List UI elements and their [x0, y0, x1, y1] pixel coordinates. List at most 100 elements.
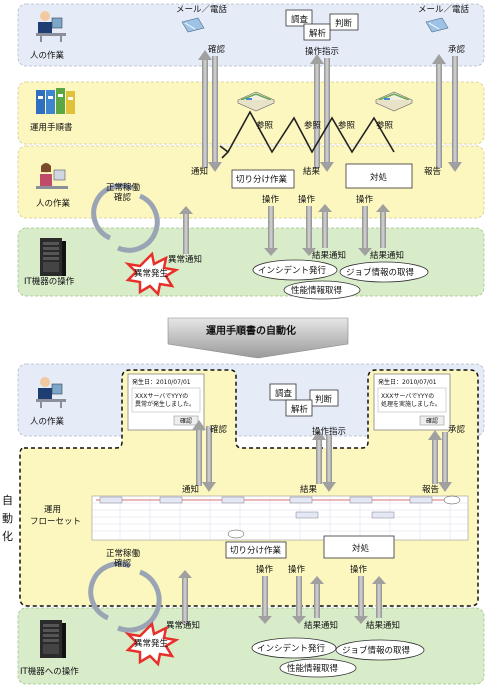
task-papers: 調査 判断 解析: [285, 9, 359, 41]
op-b2: 操作: [288, 564, 306, 575]
isolate-label-b: 切り分け作業: [230, 545, 282, 556]
task-investigate: 調査: [291, 14, 309, 25]
refer-2: 参照: [304, 120, 322, 131]
lane-label-human-1: 人の作業: [30, 50, 65, 61]
arrow-resnotify-b1: [310, 576, 324, 618]
arrow-confirm: [198, 50, 212, 168]
msg-right-body-1: XXXサーバでYYYの: [381, 393, 434, 400]
label-confirm-b: 確認: [210, 424, 228, 435]
mail-label-left: メール／電話: [176, 4, 228, 15]
label-instruct-b: 操作指示: [312, 426, 346, 437]
zigzag-arrowhead: [219, 145, 230, 159]
msg-right-button[interactable]: [419, 415, 445, 426]
op-b1: 操作: [256, 564, 274, 575]
op-b3: 操作: [350, 564, 368, 575]
op-2: 操作: [298, 194, 316, 205]
refer-3: 参照: [338, 120, 356, 131]
lane-it-ops-bottom: [17, 607, 485, 685]
op-3: 操作: [356, 194, 374, 205]
server-icon-bottom: [40, 620, 66, 658]
label-approve-b: 承認: [448, 424, 466, 435]
flow-label-2: フローセット: [30, 517, 81, 527]
label-report-b: 報告: [422, 484, 439, 495]
arrow-instruct-b: [322, 434, 336, 492]
bubble-perf: [283, 280, 361, 300]
isolate-box-b: [225, 541, 287, 559]
cycle-arrows-top: [91, 183, 160, 253]
isolate-box: [231, 169, 295, 189]
lane-label-human-bottom: 人の作業: [30, 416, 65, 427]
arrow-notify-b: [202, 426, 216, 492]
abnormal-burst-label-b: 異常発生: [134, 638, 169, 649]
bubble-incident-label-b: インシデント発行: [257, 643, 326, 654]
arrow-op-1: [264, 206, 278, 256]
task-analyze-b: 解析: [291, 404, 309, 415]
msg-left-body-1: XXXサーバでYYYの: [135, 393, 188, 400]
isolate-label: 切り分け作業: [236, 174, 288, 185]
handle-label-b: 対処: [352, 543, 370, 554]
normal-op-b2: 確認: [114, 558, 132, 569]
lane-label-it-ops: IT機器の操作: [24, 276, 75, 287]
label-report: 報告: [424, 166, 441, 177]
abnormal-burst-top: [124, 251, 180, 297]
task-investigate-b: 調査: [275, 388, 293, 399]
mail-label-right: メール／電話: [418, 4, 470, 15]
arrow-op-b2: [292, 576, 306, 624]
message-window-right: 発生日：2010/07/01 XXXサーバでYYYの 処理を実施しました。 確認: [373, 373, 451, 431]
bubble-incident-b: [251, 637, 337, 659]
msg-left-button-label: 確認: [180, 417, 192, 425]
result-notify-1: 結果通知: [312, 250, 346, 261]
flowset-grid: [91, 495, 469, 541]
refer-4: 参照: [376, 120, 394, 131]
bubble-job-b: [335, 639, 425, 661]
normal-op-2: 確認: [114, 192, 132, 203]
bubble-job-label-b: ジョブ情報の取得: [342, 645, 411, 656]
abnormal-burst-bottom: [124, 621, 180, 667]
message-window-left: 発生日：2010/07/01 XXXサーバでYYYの 異常が発生しました。 確認: [127, 373, 205, 431]
handle-label: 対処: [370, 172, 388, 183]
side-label-2: 動: [2, 511, 13, 525]
transition-label: 運用手順書の自動化: [206, 324, 296, 337]
bubble-job-label: ジョブ情報の取得: [346, 267, 415, 278]
lane-label-manual: 運用手順書: [30, 122, 73, 133]
side-label-3: 化: [2, 529, 13, 543]
arrow-report-up: [432, 54, 446, 168]
bubble-perf-label-b: 性能情報取得: [287, 663, 339, 674]
result-notify-b1: 結果通知: [304, 620, 338, 631]
task-judge: 判断: [335, 18, 353, 29]
abnormal-notify-b: 異常通知: [166, 620, 200, 631]
result-notify-2: 結果通知: [370, 250, 404, 261]
arrow-instruct-down: [320, 58, 334, 172]
transition-arrow: [167, 317, 349, 359]
msg-right-date: 発生日：2010/07/01: [378, 378, 437, 386]
bubble-perf-label: 性能情報取得: [291, 285, 343, 296]
handle-box-b: [323, 535, 395, 559]
task-judge-b: 判断: [315, 394, 333, 405]
normal-op-b1: 正常稼働: [106, 548, 141, 559]
lane-human-work-top: [17, 3, 485, 67]
label-confirm: 確認: [208, 44, 226, 55]
bubble-incident: [252, 259, 338, 281]
label-notify-b: 通知: [182, 484, 199, 495]
arrow-resnotify-b2: [372, 576, 386, 618]
task-papers-bottom: 調査 判断 解析: [269, 383, 339, 417]
side-label-1: 自: [2, 494, 13, 507]
bubble-incident-label: インシデント発行: [258, 265, 327, 276]
msg-left-button[interactable]: [173, 415, 199, 426]
msg-right-button-label: 確認: [426, 417, 438, 425]
label-result: 結果: [303, 166, 321, 177]
arrow-resnotify-1: [318, 204, 332, 248]
arrow-up-abnormal: [179, 206, 193, 254]
op-1: 操作: [262, 194, 280, 205]
bubble-perf-b: [279, 658, 357, 678]
abnormal-burst-label-top: 異常発生: [134, 268, 169, 279]
arrow-op-b1: [258, 576, 272, 624]
arrow-approve-b: [438, 432, 452, 492]
result-notify-b2: 結果通知: [366, 620, 400, 631]
arrow-op-3: [358, 206, 372, 256]
label-instruct: 操作指示: [305, 46, 339, 57]
lane-label-human-2: 人の作業: [36, 198, 71, 209]
arrow-up-abnormal-b: [178, 570, 192, 624]
arrow-notify-down: [208, 56, 222, 172]
